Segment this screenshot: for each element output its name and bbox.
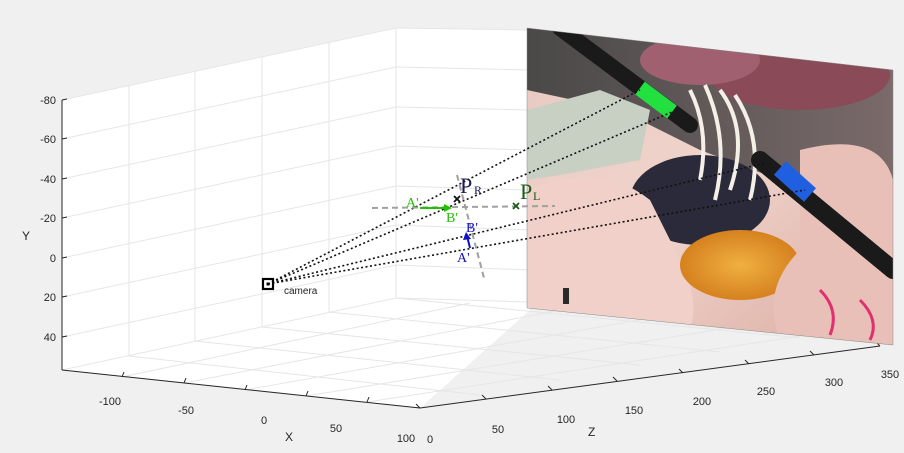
x-axis-line — [61, 369, 421, 409]
z-tick-marks — [415, 341, 881, 409]
z-tick: 350 — [881, 369, 899, 381]
blue-a-label: A' — [457, 251, 470, 266]
x-tick: -100 — [99, 396, 121, 408]
z-tick: 300 — [825, 377, 843, 389]
z-tick: 100 — [557, 414, 575, 426]
y-axis-label: Y — [22, 229, 30, 243]
green-projection-arrow — [420, 204, 452, 212]
z-tick: 250 — [757, 386, 775, 398]
z-tick: 50 — [492, 424, 504, 436]
ray-blue-base — [267, 189, 806, 285]
x-axis-label: X — [285, 430, 293, 444]
y-tick: 20 — [44, 292, 56, 304]
green-b-label: B' — [446, 211, 458, 226]
blue-b-label: B' — [466, 221, 478, 236]
x-tick-marks — [121, 371, 370, 403]
y-tick: -40 — [40, 174, 56, 186]
axis-lines — [61, 100, 881, 409]
projection-lines — [371, 174, 556, 279]
y-tick: -20 — [40, 213, 56, 225]
z-axis-label: Z — [588, 425, 595, 439]
pr-subscript: R — [474, 183, 482, 197]
z-tick: 200 — [693, 396, 711, 408]
z-tick-labels: 0 50 100 150 200 250 300 350 — [427, 369, 899, 446]
green-a-label: A' — [406, 196, 419, 211]
z-axis-line — [419, 345, 881, 409]
pl-marker — [512, 202, 520, 210]
x-tick: 0 — [261, 415, 267, 427]
x-tick: 50 — [330, 423, 342, 435]
y-tick-marks — [61, 98, 68, 338]
z-tick: 150 — [625, 405, 643, 417]
pr-marker — [453, 195, 461, 203]
projection-rays — [267, 89, 806, 285]
y-tick: 0 — [50, 253, 56, 265]
pr-letter: P — [460, 173, 472, 198]
x-tick: -50 — [178, 405, 194, 417]
ray-green-tip — [267, 111, 673, 285]
y-tick-labels: -80 -60 -40 -20 0 20 40 — [40, 95, 56, 344]
y-tick: -60 — [40, 134, 56, 146]
grid-side-wall — [395, 27, 531, 303]
y-tick: 40 — [44, 332, 56, 344]
y-tick: -80 — [40, 95, 56, 107]
image-plane — [526, 27, 894, 346]
point-markers — [453, 195, 520, 210]
axes-background — [62, 28, 530, 408]
point-labels: P R P L A' B' B' A' — [406, 173, 540, 266]
x-tick-labels: -100 -50 0 50 100 — [99, 396, 415, 445]
pl-letter: P — [520, 179, 532, 204]
x-tick: 100 — [397, 433, 415, 445]
camera-label: camera — [284, 286, 318, 297]
z-tick: 0 — [427, 434, 433, 446]
camera-square-icon — [261, 277, 275, 291]
pl-subscript: L — [533, 189, 540, 203]
blue-projection-arrow — [463, 232, 471, 249]
